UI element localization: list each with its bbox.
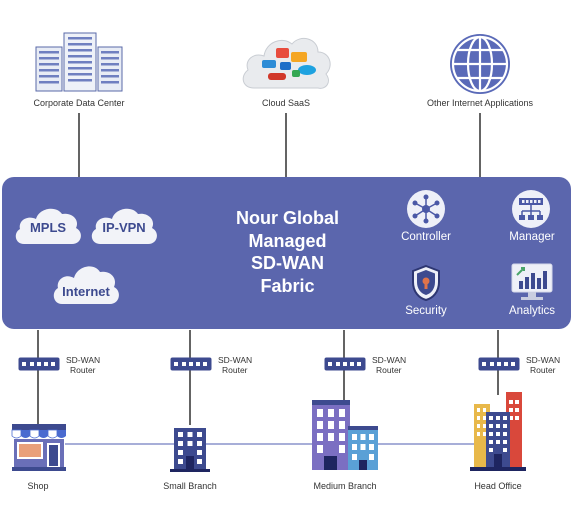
router-label: SD-WAN Router bbox=[66, 355, 100, 375]
router-label-line2: Router bbox=[222, 365, 248, 375]
router-label-line1: SD-WAN bbox=[372, 355, 407, 365]
fabric-title-line: Nour Global bbox=[236, 208, 339, 228]
router-icon bbox=[324, 357, 366, 371]
shop-label: Shop bbox=[27, 481, 49, 491]
router-label-line2: Router bbox=[376, 365, 402, 375]
server-rack-icon bbox=[35, 32, 123, 92]
router-label-line1: SD-WAN bbox=[526, 355, 561, 365]
manager-label: Manager bbox=[509, 231, 555, 243]
router-icon bbox=[18, 357, 60, 371]
globe-icon bbox=[450, 34, 510, 94]
controller-label: Controller bbox=[401, 231, 451, 243]
small-branch-label: Small Branch bbox=[163, 481, 217, 491]
router-label: SD-WAN Router bbox=[526, 355, 560, 375]
mpls-cloud-icon bbox=[15, 208, 81, 244]
small-branch-building-icon bbox=[170, 428, 210, 472]
medium-branch-building-icon bbox=[312, 400, 378, 470]
manager-icon bbox=[512, 190, 550, 228]
box-logo bbox=[280, 62, 291, 70]
oracle-logo bbox=[268, 73, 286, 80]
mpls-label: MPLS bbox=[29, 220, 67, 235]
router-label-line1: SD-WAN bbox=[66, 355, 101, 365]
ip-vpn-cloud-icon bbox=[91, 208, 157, 244]
router-icon bbox=[478, 357, 520, 371]
internet-label: Internet bbox=[62, 284, 110, 299]
router-label-line1: SD-WAN bbox=[218, 355, 253, 365]
ip-vpn-label: IP-VPN bbox=[102, 220, 146, 235]
internet-cloud-icon bbox=[53, 266, 119, 304]
fabric-title-line: SD-WAN bbox=[251, 253, 324, 273]
analytics-monitor-icon bbox=[511, 263, 553, 300]
office365-logo bbox=[276, 48, 289, 58]
shield-lock-icon bbox=[412, 264, 440, 302]
aws-logo bbox=[291, 52, 307, 62]
fabric-title-line: Managed bbox=[248, 230, 327, 251]
router-label: SD-WAN Router bbox=[372, 355, 406, 375]
azure-logo bbox=[262, 60, 276, 68]
saas-label: Cloud SaaS bbox=[261, 98, 311, 108]
security-label: Security bbox=[405, 305, 447, 317]
data-center-label: Corporate Data Center bbox=[33, 98, 125, 108]
router-label: SD-WAN Router bbox=[218, 355, 252, 375]
medium-branch-label: Medium Branch bbox=[313, 481, 377, 491]
google-cloud-logo bbox=[292, 70, 300, 77]
salesforce-logo bbox=[298, 65, 316, 75]
router-icon bbox=[170, 357, 212, 371]
head-office-label: Head Office bbox=[474, 481, 522, 491]
analytics-label: Analytics bbox=[508, 305, 556, 317]
internet-apps-label: Other Internet Applications bbox=[426, 98, 534, 108]
head-office-skyscraper-icon bbox=[470, 392, 526, 471]
fabric-title: Nour Global Managed SD-WAN Fabric bbox=[205, 207, 370, 297]
controller-icon bbox=[407, 190, 445, 228]
shop-building-icon bbox=[11, 424, 66, 471]
saas-cloud-icon bbox=[242, 37, 331, 89]
router-label-line2: Router bbox=[70, 365, 96, 375]
router-label-line2: Router bbox=[530, 365, 556, 375]
fabric-title-line: Fabric bbox=[260, 275, 315, 296]
